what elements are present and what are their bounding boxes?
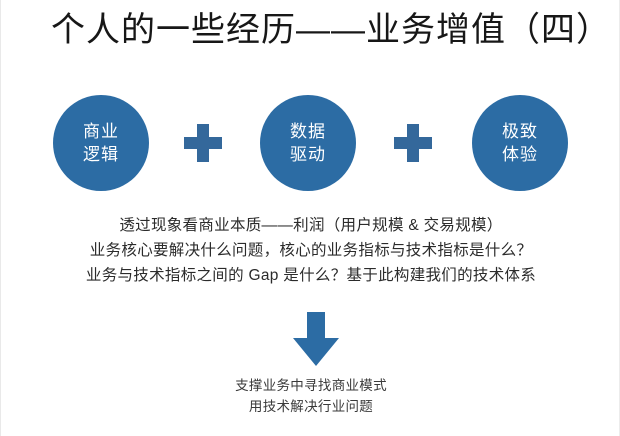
conclusion-text-block: 支撑业务中寻找商业模式 用技术解决行业问题 [1, 375, 620, 417]
page-title: 个人的一些经历——业务增值（四） [51, 11, 611, 49]
concept-circle-line1: 商业 [83, 122, 119, 141]
concept-circle-line2: 驱动 [290, 145, 326, 164]
conclusion-line: 用技术解决行业问题 [248, 399, 374, 414]
concept-circle-line1: 极致 [502, 122, 538, 141]
concept-circle-row: 商业 逻辑 数据 驱动 极致 体验 [1, 95, 620, 195]
body-line: 透过现象看商业本质——利润（用户规模 & 交易规模） [119, 217, 503, 234]
concept-circle-business-logic: 商业 逻辑 [53, 95, 149, 191]
body-line: 业务核心要解决什么问题，核心的业务指标与技术指标是什么？ [89, 242, 533, 259]
concept-circle-line2: 体验 [502, 145, 538, 164]
plus-icon [394, 124, 432, 162]
concept-circle-data-driven: 数据 驱动 [260, 95, 356, 191]
plus-icon [184, 124, 222, 162]
concept-circle-line2: 逻辑 [83, 145, 119, 164]
conclusion-line: 支撑业务中寻找商业模式 [235, 378, 387, 393]
concept-circle-line1: 数据 [290, 122, 326, 141]
down-arrow-icon [293, 312, 339, 366]
body-text-block: 透过现象看商业本质——利润（用户规模 & 交易规模） 业务核心要解决什么问题，核… [1, 213, 620, 288]
body-line: 业务与技术指标之间的 Gap 是什么？基于此构建我们的技术体系 [85, 267, 537, 284]
concept-circle-ultimate-experience: 极致 体验 [472, 95, 568, 191]
